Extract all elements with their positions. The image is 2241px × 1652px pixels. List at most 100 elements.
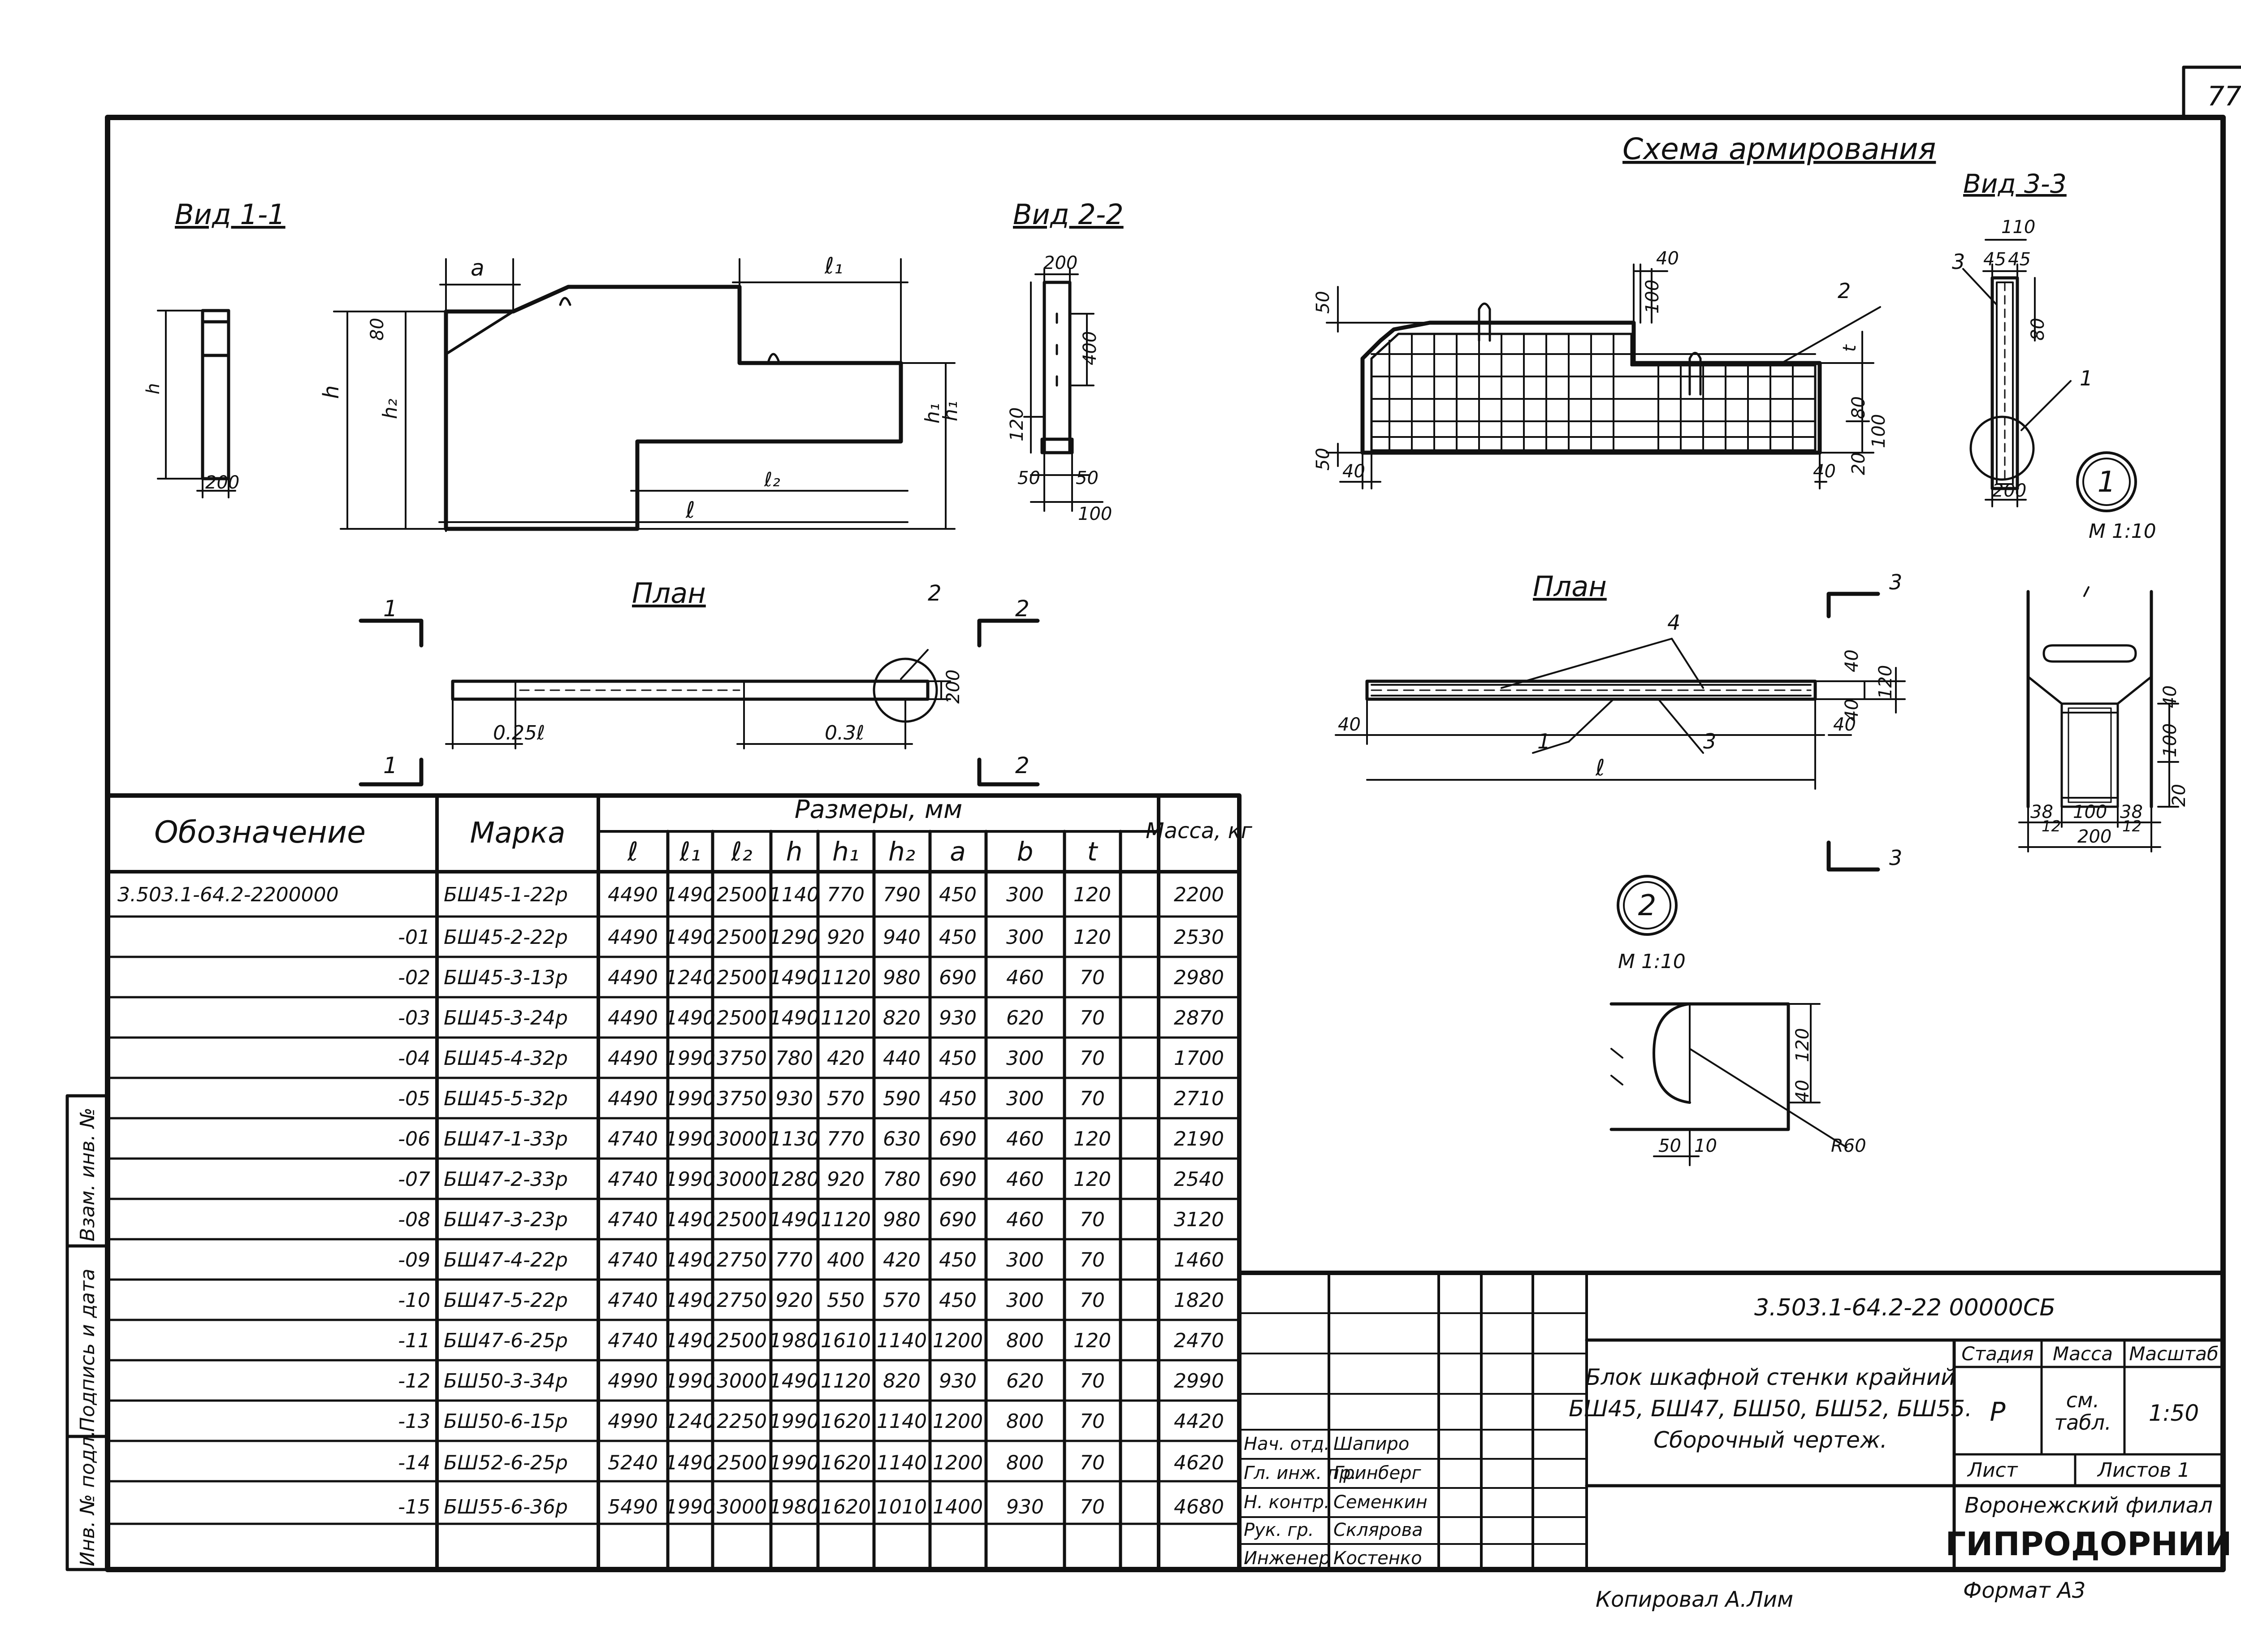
- table-cell-dimension: 930: [775, 1087, 813, 1110]
- table-cell-dimension: 1990: [665, 1168, 715, 1191]
- table-cell-dimension: 1490: [769, 1208, 819, 1231]
- table-cell-dimension: 70: [1080, 1452, 1105, 1475]
- value-scale: 1:50: [2149, 1400, 2199, 1426]
- table-cell-mass: 2470: [1174, 1329, 1224, 1352]
- table-cell-dimension: 70: [1080, 1047, 1105, 1070]
- table-cell-mark: БШ47-3-23р: [444, 1208, 568, 1231]
- svg-text:100: 100: [1869, 414, 1889, 448]
- table-cell-dimension: 590: [883, 1087, 921, 1110]
- table-cell-dimension: 1200: [933, 1452, 983, 1475]
- table-cell-designation: -10: [398, 1289, 430, 1312]
- table-cell-mark: БШ50-3-34р: [444, 1370, 568, 1393]
- table-cell-dimension: 620: [1006, 1370, 1044, 1393]
- table-header-dim-col: ℓ₁: [679, 836, 701, 867]
- table-header-dim-col: h₂: [888, 836, 915, 867]
- table-cell-mass: 4620: [1174, 1452, 1224, 1475]
- table-cell-dimension: 570: [883, 1289, 921, 1312]
- svg-text:45: 45: [2008, 249, 2031, 270]
- table-cell-dimension: 930: [939, 1370, 977, 1393]
- table-cell-dimension: 1990: [665, 1370, 715, 1393]
- svg-text:20: 20: [1848, 452, 1869, 475]
- view-2-2-drawing: [1023, 268, 1103, 512]
- svg-text:1: 1: [383, 596, 398, 622]
- svg-text:40: 40: [1342, 461, 1365, 482]
- svg-text:a: a: [471, 255, 485, 281]
- table-header-mass: Масса, кг: [1146, 818, 1253, 843]
- table-cell-designation: -05: [398, 1087, 430, 1110]
- svg-text:3: 3: [1703, 729, 1716, 753]
- svg-text:40: 40: [1842, 699, 1862, 722]
- table-cell-dimension: 4990: [608, 1370, 658, 1393]
- table-cell-dimension: 940: [883, 926, 921, 949]
- svg-text:1: 1: [383, 752, 398, 778]
- table-cell-designation: -07: [398, 1168, 430, 1191]
- table-cell-dimension: 1140: [877, 1329, 927, 1352]
- svg-text:45: 45: [1983, 249, 2006, 270]
- table-cell-dimension: 630: [883, 1128, 921, 1150]
- side-stamp-inv: Инв. № подл.: [76, 1430, 99, 1566]
- side-stamp-replace: Взам. инв. №: [76, 1107, 99, 1241]
- svg-text:20: 20: [2169, 784, 2189, 807]
- reinforcement-drawing: [1326, 264, 1881, 489]
- table-cell-dimension: 420: [827, 1047, 865, 1070]
- svg-text:ℓ₁: ℓ₁: [824, 253, 843, 279]
- reinforcement-title: Схема армирования: [1622, 132, 1936, 166]
- table-cell-dimension: 2500: [717, 926, 767, 949]
- table-cell-dimension: 1990: [665, 1047, 715, 1070]
- table-cell-dimension: 4490: [608, 966, 658, 989]
- view-3-3-drawing: [1962, 239, 2137, 512]
- table-cell-dimension: 460: [1006, 966, 1044, 989]
- table-cell-dimension: 1990: [665, 1496, 715, 1518]
- table-cell-dimension: 4740: [608, 1329, 658, 1352]
- table-cell-dimension: 450: [939, 1289, 977, 1312]
- table-cell-dimension: 2500: [717, 1452, 767, 1475]
- table-cell-dimension: 1490: [665, 883, 715, 906]
- table-cell-mark: БШ47-1-33р: [444, 1128, 568, 1150]
- svg-text:50: 50: [1076, 468, 1099, 489]
- table-cell-dimension: 920: [827, 926, 865, 949]
- table-cell-dimension: 460: [1006, 1128, 1044, 1150]
- svg-text:ℓ₂: ℓ₂: [764, 468, 780, 491]
- value-stage: Р: [1990, 1397, 2006, 1427]
- table-cell-dimension: 120: [1073, 1128, 1111, 1150]
- table-cell-dimension: 70: [1080, 1289, 1105, 1312]
- table-cell-designation: -06: [398, 1128, 430, 1150]
- table-cell-mass: 2200: [1174, 883, 1224, 906]
- page-number-box: [2182, 65, 2241, 119]
- svg-text:10: 10: [1694, 1136, 1717, 1156]
- table-cell-dimension: 70: [1080, 1410, 1105, 1433]
- svg-text:200: 200: [205, 472, 239, 493]
- table-cell-dimension: 770: [775, 1249, 813, 1271]
- svg-text:h: h: [143, 383, 164, 394]
- svg-text:h₁: h₁: [921, 403, 944, 424]
- table-cell-dimension: 1620: [821, 1496, 871, 1518]
- table-cell-dimension: 1120: [821, 1208, 871, 1231]
- table-cell-mark: БШ45-4-32р: [444, 1047, 568, 1070]
- table-cell-mass: 2710: [1174, 1087, 1224, 1110]
- svg-text:80: 80: [367, 318, 388, 341]
- view-3-3-label: Вид 3-3: [1963, 169, 2067, 199]
- spec-table-grid: [105, 793, 1242, 1572]
- table-cell-dimension: 570: [827, 1087, 865, 1110]
- page-number: 77: [2207, 81, 2241, 112]
- table-cell-dimension: 120: [1073, 883, 1111, 906]
- plan-left-label: План: [632, 577, 706, 610]
- table-cell-dimension: 1490: [769, 966, 819, 989]
- table-cell-dimension: 1280: [769, 1168, 819, 1191]
- table-cell-dimension: 1130: [769, 1128, 819, 1150]
- table-cell-dimension: 780: [883, 1168, 921, 1191]
- plan-left-drawing: [359, 618, 1040, 787]
- callout-2-circle: [1617, 875, 1678, 936]
- svg-text:h₁: h₁: [939, 401, 962, 421]
- table-cell-mark: БШ45-1-22р: [444, 883, 568, 906]
- table-cell-dimension: 70: [1080, 1208, 1105, 1231]
- label-scale: Масштаб: [2129, 1343, 2219, 1365]
- table-cell-dimension: 1120: [821, 1370, 871, 1393]
- svg-text:40: 40: [1833, 714, 1856, 735]
- table-cell-dimension: 450: [939, 1249, 977, 1271]
- table-header-dim-col: a: [950, 836, 966, 867]
- svg-text:38: 38: [2030, 802, 2053, 822]
- table-cell-dimension: 300: [1006, 1047, 1044, 1070]
- table-cell-dimension: 2500: [717, 883, 767, 906]
- table-cell-dimension: 70: [1080, 1496, 1105, 1518]
